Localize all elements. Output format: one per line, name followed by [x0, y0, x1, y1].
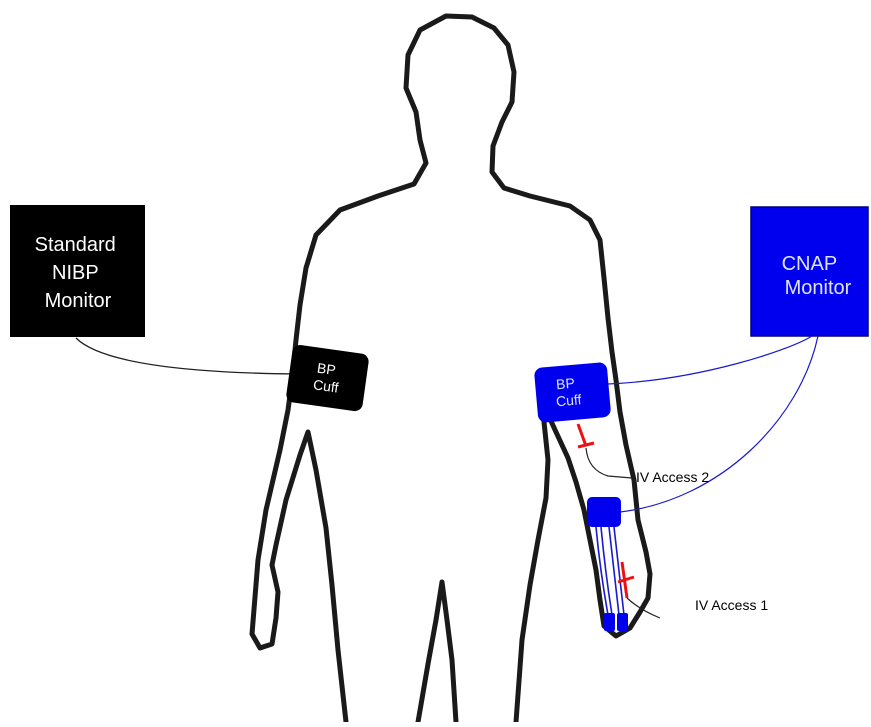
- iv-access-2-pointer: [586, 448, 632, 478]
- iv-access-1-label: IV Access 1: [695, 597, 768, 613]
- cnap-finger-cable: [620, 336, 818, 512]
- iv-access-2-catheter: [578, 424, 586, 446]
- right-bp-cuff-label: BP Cuff: [554, 374, 582, 409]
- standard-monitor-cable: [76, 338, 296, 374]
- iv-access-2-hub: [578, 443, 594, 447]
- cnap-controller-box: [587, 497, 621, 527]
- cnap-cuff-cable: [608, 336, 812, 384]
- finger-sensor-2: [617, 613, 628, 631]
- iv-access-2-label: IV Access 2: [636, 469, 709, 485]
- finger-sensor-1: [604, 613, 615, 631]
- left-bp-cuff-label: BP Cuff: [312, 359, 342, 395]
